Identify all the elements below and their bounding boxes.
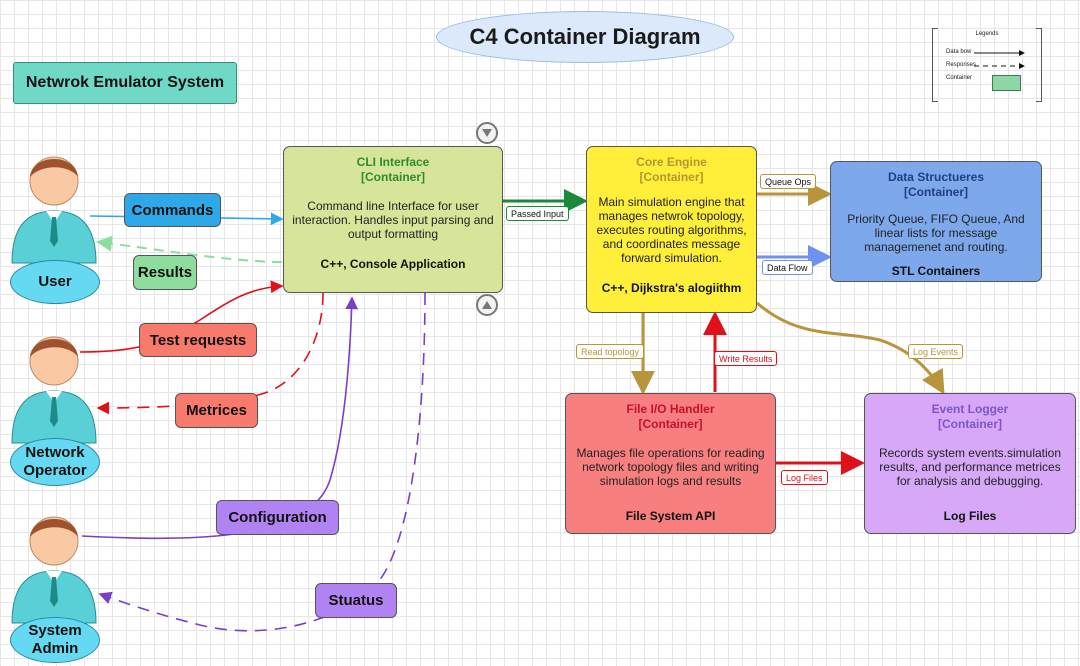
edge-configuration — [81, 296, 359, 540]
user-person-icon — [11, 156, 97, 264]
legend: Legends Data bow Responses Container — [932, 28, 1042, 102]
container-core-technology: C++, Dijkstra's alogiithm — [601, 281, 742, 295]
container-event-logger[interactable]: Event Logger [Container] Records system … — [864, 393, 1076, 534]
triangle-up-icon — [482, 301, 492, 309]
container-logger-name: Event Logger — [931, 402, 1009, 416]
flow-label-status: Stuatus — [315, 583, 397, 618]
triangle-down-icon — [482, 129, 492, 137]
legend-item-responses: Responses — [946, 62, 977, 68]
flow-label-log-events: Log Events — [908, 344, 964, 359]
container-logger-technology: Log Files — [943, 509, 997, 523]
legend-item-data-flow: Data bow — [946, 49, 972, 55]
container-data-description: Priority Queue, FIFO Queue, And linear l… — [847, 212, 1025, 254]
expand-down-button[interactable] — [476, 294, 498, 316]
container-file-tag: [Container] — [638, 417, 703, 431]
container-cli-tag: [Container] — [361, 170, 425, 184]
container-logger-description: Records system events.simulation results… — [878, 446, 1062, 488]
edge-log-events — [756, 301, 945, 395]
legend-item-container: Container — [946, 75, 973, 81]
container-data-technology: STL Containers — [891, 264, 981, 278]
flow-label-queue-ops: Queue Ops — [760, 174, 817, 189]
flow-label-commands: Commands — [124, 193, 221, 227]
container-logger-tag: [Container] — [938, 417, 1002, 431]
container-file-description: Manages file operations for reading netw… — [576, 446, 765, 488]
flow-label-write-results: Write Results — [714, 351, 778, 366]
container-cli-description: Command line Interface for user interact… — [292, 199, 494, 241]
container-core-engine[interactable]: Core Engine [Container] Main simulation … — [586, 146, 757, 313]
actor-network-operator-label: Network Operator — [10, 438, 100, 486]
flow-label-passed-input: Passed Input — [506, 206, 569, 221]
edge-test-requests — [79, 280, 284, 353]
container-data-structures[interactable]: Data Structueres [Container] Priority Qu… — [830, 161, 1042, 282]
flow-label-data-flow: Data Flow — [762, 260, 813, 275]
actor-user-label: User — [10, 260, 100, 304]
network-operator-person-icon — [11, 336, 97, 444]
container-cli-interface[interactable]: CLI Interface [Container] Command line I… — [283, 146, 503, 293]
flow-label-log-files: Log Files — [781, 470, 828, 485]
container-data-name: Data Structueres — [887, 170, 985, 184]
actor-system-admin-label: System Admin — [10, 617, 100, 663]
edge-metrices — [96, 292, 324, 415]
container-file-technology: File System API — [625, 509, 716, 523]
edge-results — [96, 235, 283, 263]
container-file-name: File I/O Handler — [626, 402, 715, 416]
container-file-io-handler[interactable]: File I/O Handler [Container] Manages fil… — [565, 393, 776, 534]
flow-label-test-requests: Test requests — [139, 323, 257, 357]
flow-label-metrices: Metrices — [175, 393, 258, 428]
system-admin-person-icon — [11, 516, 97, 624]
flow-label-read-topology: Read topology — [576, 344, 645, 359]
legend-title: Legends — [975, 31, 999, 37]
container-core-description: Main simulation engine that manages netw… — [596, 195, 747, 265]
flow-label-results: Results — [133, 255, 197, 290]
container-core-name: Core Engine — [636, 155, 707, 169]
system-boundary-label: Netwrok Emulator System — [13, 62, 237, 104]
diagram-title: C4 Container Diagram — [436, 11, 734, 63]
legend-container-swatch — [992, 75, 1021, 91]
container-cli-technology: C++, Console Application — [320, 257, 466, 271]
collapse-up-button[interactable] — [476, 122, 498, 144]
container-core-tag: [Container] — [639, 170, 704, 184]
container-cli-name: CLI Interface — [356, 155, 430, 169]
flow-label-configuration: Configuration — [216, 500, 339, 535]
container-data-tag: [Container] — [904, 185, 968, 199]
